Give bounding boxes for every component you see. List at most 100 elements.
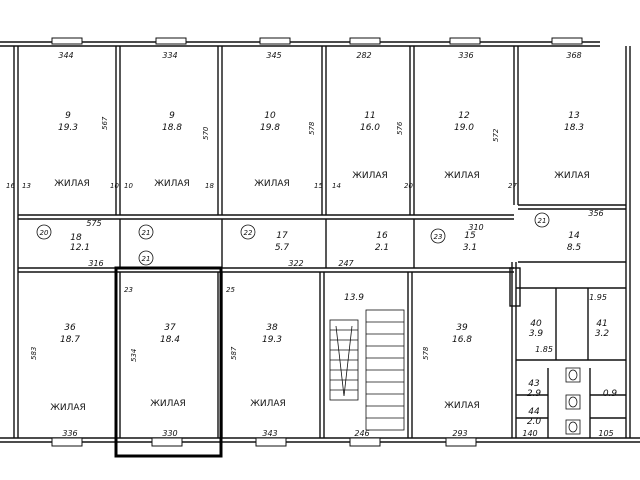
- toilet-fixtures: [565, 367, 581, 435]
- room-number: 40: [530, 319, 542, 329]
- room-depth: 570: [202, 126, 210, 140]
- upper-rooms: 344 9 19.3 ЖИЛАЯ 334 9 18.8 ЖИЛАЯ 345 10…: [54, 51, 590, 189]
- walls: [0, 41, 640, 443]
- corridor-markers: [36, 212, 550, 266]
- room-dim: 356: [588, 209, 603, 218]
- room-area: 19.3: [262, 335, 282, 345]
- room-area: 18.8: [162, 123, 182, 133]
- room-number: 39: [456, 323, 468, 333]
- room-type: ЖИЛАЯ: [444, 171, 480, 181]
- room-depth: 572: [492, 128, 500, 142]
- room-depth: 578: [308, 121, 316, 135]
- room-area: 19.3: [58, 123, 78, 133]
- misc-dim: 575: [86, 219, 101, 228]
- room-depth: 583: [30, 347, 38, 360]
- room-dim: 316: [88, 259, 103, 268]
- room-type: ЖИЛАЯ: [150, 399, 186, 409]
- misc-dim: 1.85: [535, 345, 553, 354]
- misc-dim: 14: [332, 182, 341, 190]
- marker-label: 20: [40, 229, 49, 237]
- misc-dim: 18: [205, 182, 214, 190]
- room-type: ЖИЛАЯ: [444, 401, 480, 411]
- room-area: 16.8: [452, 335, 472, 345]
- misc-dim: 13: [22, 182, 31, 190]
- room-area: 2.0: [527, 417, 542, 427]
- room-area: 19.8: [260, 123, 280, 133]
- misc-dim: 10: [110, 182, 119, 190]
- room-number: 15: [464, 231, 476, 241]
- room-width: 345: [266, 51, 281, 60]
- room-number: 12: [458, 111, 470, 121]
- wall-dims: 16 13 10 10 18 15 14 20 27 23 25: [6, 182, 517, 294]
- room-number: 41: [596, 319, 607, 329]
- room-type: ЖИЛАЯ: [352, 171, 388, 181]
- room-depth: 567: [101, 116, 109, 130]
- room-area: 18.7: [60, 335, 80, 345]
- misc-dim: 140: [522, 429, 537, 438]
- room-area: 8.5: [567, 243, 582, 253]
- room-depth: 578: [422, 346, 430, 360]
- stair-area: 13.9: [344, 293, 364, 303]
- room-type: ЖИЛАЯ: [154, 179, 190, 189]
- room-dim: 322: [288, 259, 303, 268]
- room-number: 10: [264, 111, 276, 121]
- marker-label: 23: [434, 233, 443, 241]
- room-number: 37: [164, 323, 176, 333]
- room-dim: 310: [468, 223, 483, 232]
- room-area: 3.9: [529, 329, 544, 339]
- room-width: 336: [62, 429, 77, 438]
- room-dim: 105: [598, 429, 613, 438]
- room-area: 3.1: [463, 243, 477, 253]
- room-number: 9: [65, 111, 71, 121]
- misc-dim: 27: [508, 182, 517, 190]
- room-area: 5.7: [275, 243, 290, 253]
- room-area: 3.2: [595, 329, 610, 339]
- wet-rooms: 1.95 40 3.9 41 3.2 1.85 43 2.9 44 2.0 14…: [522, 293, 617, 438]
- corridor-marker-labels: 20 21 21 22 23 21: [40, 217, 547, 263]
- room-type: ЖИЛАЯ: [50, 403, 86, 413]
- room-number: 9: [169, 111, 175, 121]
- marker-label: 22: [244, 229, 253, 237]
- marker-label: 21: [142, 229, 151, 237]
- room-dim: 247: [338, 259, 354, 268]
- room-width: 282: [356, 51, 371, 60]
- room-type: ЖИЛАЯ: [54, 179, 90, 189]
- room-area: 12.1: [70, 243, 90, 253]
- room-number: 11: [364, 111, 375, 121]
- room-number: 44: [528, 407, 540, 417]
- room-number: 36: [64, 323, 76, 333]
- lower-side-dims: 583 534 587 578: [30, 346, 430, 362]
- marker-label: 21: [142, 255, 151, 263]
- room-depth: 576: [396, 121, 404, 135]
- room-width: 334: [162, 51, 177, 60]
- misc-dim: 16: [6, 182, 15, 190]
- room-width: 330: [162, 429, 177, 438]
- room-width: 343: [262, 429, 277, 438]
- room-number: 14: [568, 231, 580, 241]
- room-number: 16: [376, 231, 388, 241]
- misc-dim: 1.95: [589, 293, 607, 302]
- room-area: 2.1: [375, 243, 389, 253]
- staircase: [329, 309, 405, 431]
- misc-dim: 20: [404, 182, 413, 190]
- room-number: 18: [70, 233, 82, 243]
- stair-dim: 246: [354, 429, 369, 438]
- room-type: ЖИЛАЯ: [250, 399, 286, 409]
- misc-dim: 10: [124, 182, 133, 190]
- room-width: 344: [58, 51, 73, 60]
- misc-dim: 15: [314, 182, 323, 190]
- room-width: 293: [452, 429, 467, 438]
- upper-side-dims: 567 570 578 576 572: [101, 116, 500, 142]
- room-depth: 534: [130, 349, 138, 362]
- windows: [51, 37, 583, 447]
- misc-dim: 23: [124, 286, 133, 294]
- marker-label: 21: [538, 217, 547, 225]
- selected-room-outline[interactable]: [114, 266, 223, 458]
- room-area: 18.3: [564, 123, 584, 133]
- room-area: 2.9: [527, 389, 542, 399]
- room-area: 18.4: [160, 335, 180, 345]
- room-number: 17: [276, 231, 288, 241]
- room-number: 38: [266, 323, 278, 333]
